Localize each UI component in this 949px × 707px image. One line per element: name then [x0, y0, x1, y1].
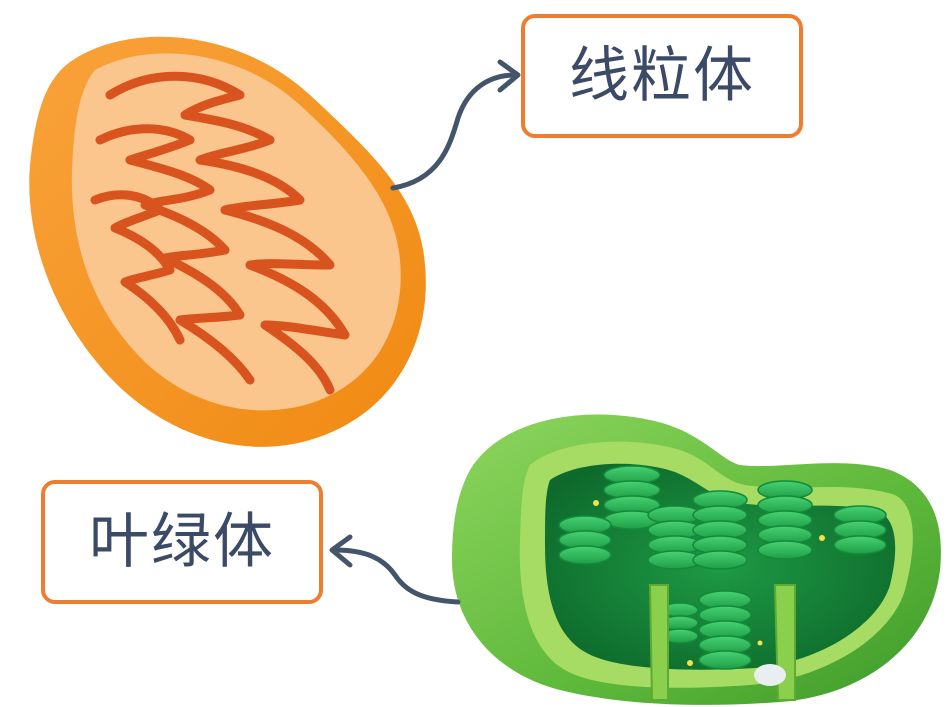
mitochondria-arrow	[393, 75, 515, 188]
granum-stack-5	[758, 481, 812, 559]
chloroplast-label: 叶绿体	[41, 480, 323, 604]
mitochondria-illustration	[29, 37, 426, 447]
granum-stack-7	[699, 591, 751, 669]
mitochondria-label: 线粒体	[521, 14, 803, 138]
granum-stack-2	[559, 516, 611, 564]
starch-granule	[754, 664, 786, 686]
chloroplast-illustration	[452, 414, 941, 704]
chloroplast-arrow	[335, 550, 458, 602]
granum-stack-6	[834, 506, 886, 554]
granum-stack-4	[693, 491, 747, 569]
